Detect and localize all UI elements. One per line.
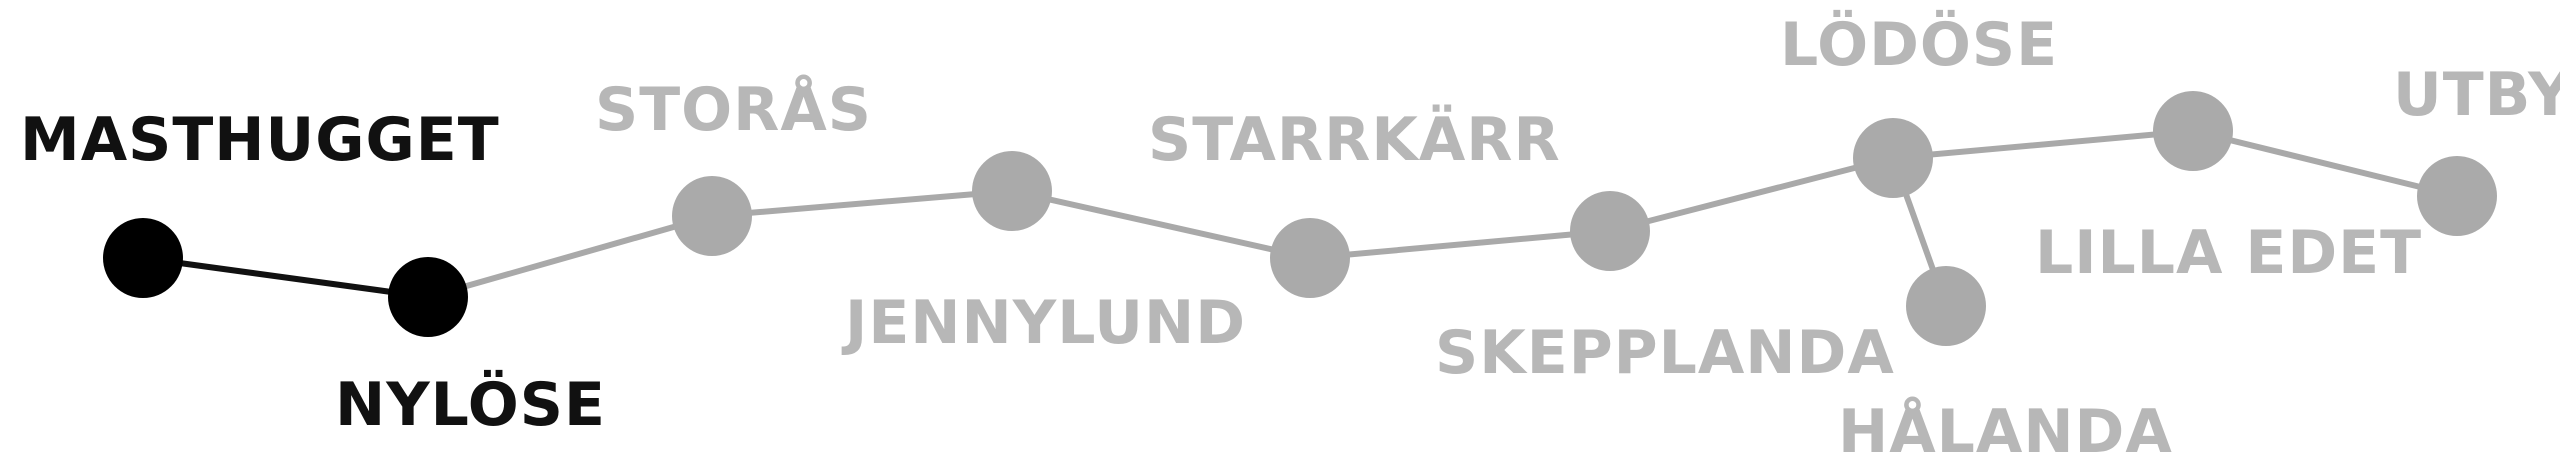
connection-lodose-lilla-edet bbox=[1890, 128, 2196, 161]
connection-storas-jennylund bbox=[709, 188, 1015, 219]
station-node-utby bbox=[2417, 156, 2497, 236]
station-nodes bbox=[103, 91, 2497, 346]
station-label-lilla-edet: LILLA EDET bbox=[2035, 218, 2422, 288]
station-node-halanda bbox=[1906, 266, 1986, 346]
station-node-nylose bbox=[388, 257, 468, 337]
station-label-skepplanda: SKEPPLANDA bbox=[1435, 318, 1895, 388]
station-label-starrkarr: STARRKÄRR bbox=[1148, 103, 1561, 175]
connection-starrkarr-skepplanda bbox=[1307, 228, 1613, 261]
station-label-halanda: HÅLANDA bbox=[1838, 396, 2173, 467]
station-node-skepplanda bbox=[1570, 191, 1650, 271]
station-node-lodose bbox=[1853, 118, 1933, 198]
connection-skepplanda-lodose bbox=[1607, 155, 1896, 234]
station-label-masthugget: MASTHUGGET bbox=[20, 105, 500, 175]
station-node-masthugget bbox=[103, 218, 183, 298]
station-label-storas: STORÅS bbox=[595, 74, 872, 145]
connection-jennylund-starrkarr bbox=[1009, 188, 1313, 261]
station-node-lilla-edet bbox=[2153, 91, 2233, 171]
station-node-starrkarr bbox=[1270, 218, 1350, 298]
station-label-jennylund: JENNYLUND bbox=[841, 288, 1246, 358]
connection-masthugget-nylose bbox=[140, 255, 431, 300]
station-labels: MASTHUGGET NYLÖSE STORÅS JENNYLUND STARRKÄRR… bbox=[20, 9, 2560, 467]
connection-nylose-storas bbox=[425, 213, 715, 300]
connection-lilla-edet-utby bbox=[2190, 128, 2460, 199]
station-label-lodose: LÖDÖSE bbox=[1780, 9, 2058, 80]
station-label-nylose: NYLÖSE bbox=[335, 369, 606, 440]
station-label-utby: UTBY bbox=[2393, 60, 2560, 130]
station-node-storas bbox=[672, 176, 752, 256]
station-node-jennylund bbox=[972, 151, 1052, 231]
route-connections bbox=[140, 128, 2460, 309]
